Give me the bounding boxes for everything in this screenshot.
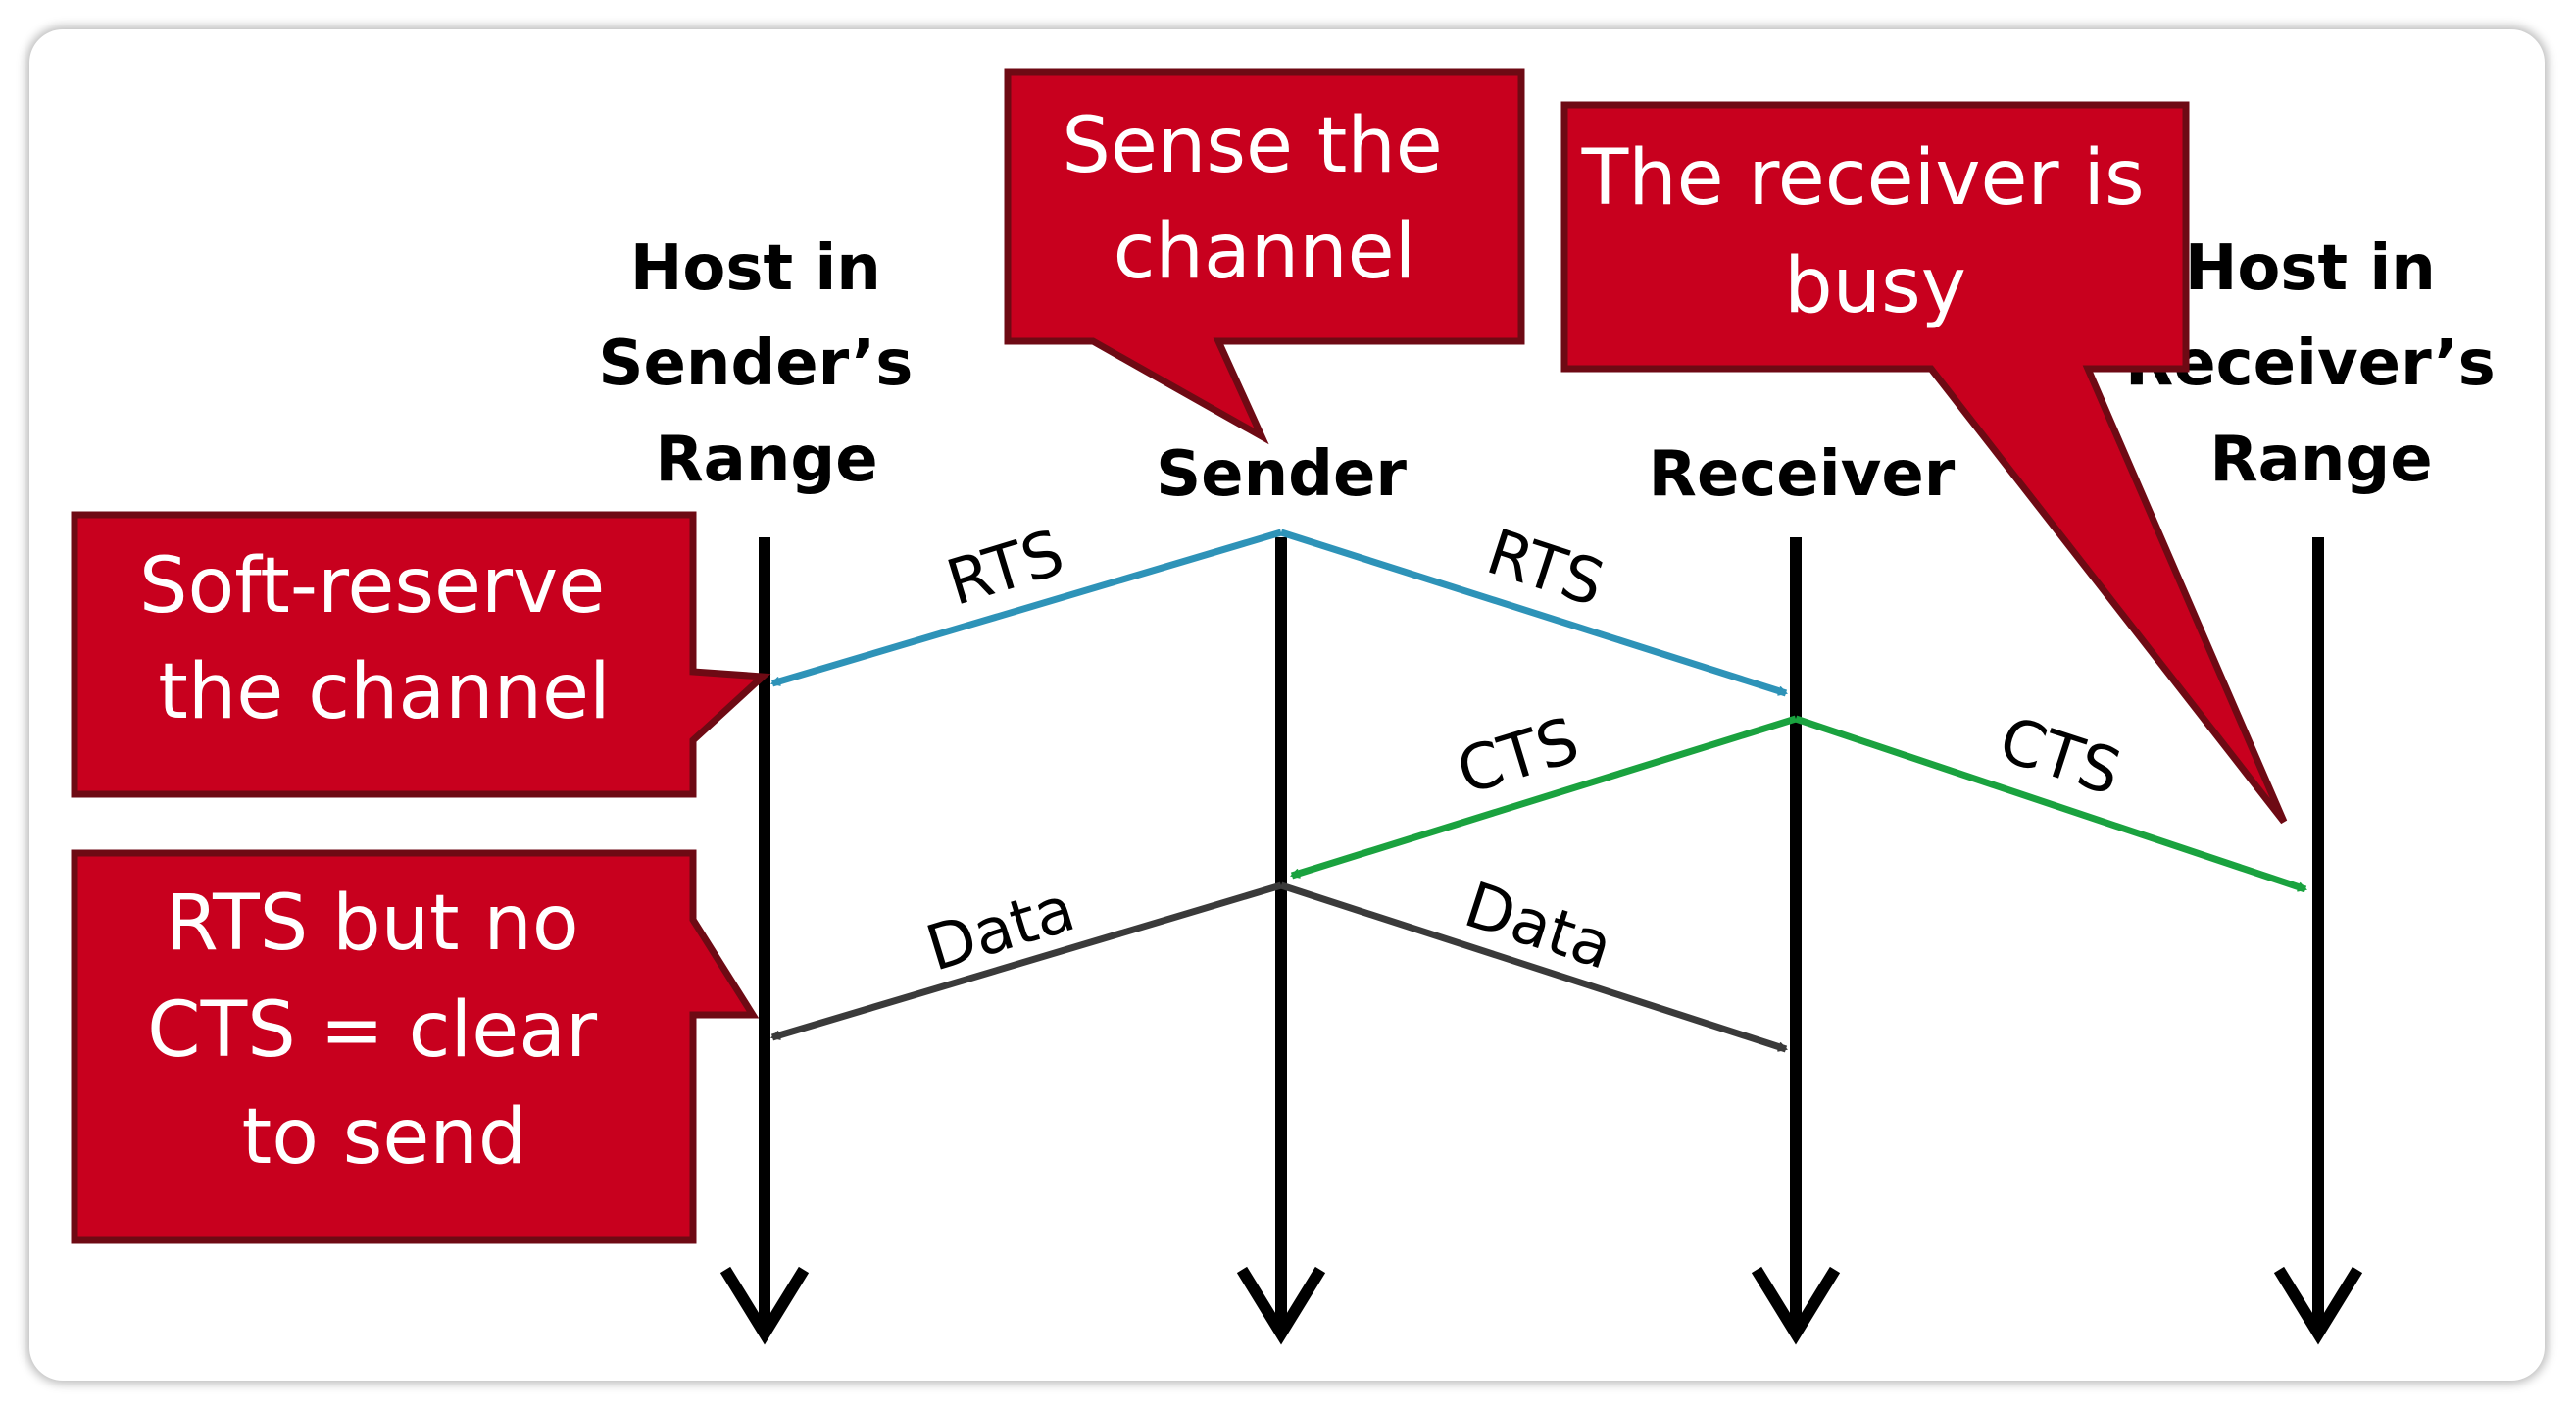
timeline-sender [1236, 537, 1326, 1345]
rts-label-right: RTS [1478, 516, 1612, 621]
callout-sense-channel: Sense the channel [1004, 68, 1525, 445]
svg-text:The receiver is busy: The receiver is busy [1581, 134, 2169, 330]
callout-clear-to-send: RTS but no CTS = clear to send [71, 849, 760, 1244]
svg-text:Sense the channel: Sense the channel [1062, 102, 1466, 296]
host-label-receiver: Receiver [1649, 438, 1956, 511]
svg-text:RTS but no CTS = clear: RTS but no CTS = clear to send [147, 880, 621, 1182]
timeline-left-range [719, 537, 810, 1345]
data-arrow-right [1279, 881, 1788, 1053]
host-label-left-range: Host in Sender’s Range [598, 232, 934, 496]
host-label-sender: Sender [1156, 438, 1407, 511]
svg-text:Soft-reserve the channel: Soft-reserve the channel [139, 542, 629, 736]
callout-receiver-busy: The receiver is busy [1560, 101, 2288, 825]
data-arrow-left [770, 881, 1283, 1041]
cts-arrow-right [1794, 715, 2307, 893]
rts-label-left: RTS [939, 517, 1072, 621]
cts-arrow-left [1290, 715, 1798, 880]
timeline-receiver [1751, 537, 1841, 1345]
callout-soft-reserve: Soft-reserve the channel [71, 511, 771, 798]
timeline-right-range [2273, 537, 2363, 1345]
rts-arrow-right [1279, 529, 1788, 697]
rts-arrow-left [770, 529, 1282, 687]
